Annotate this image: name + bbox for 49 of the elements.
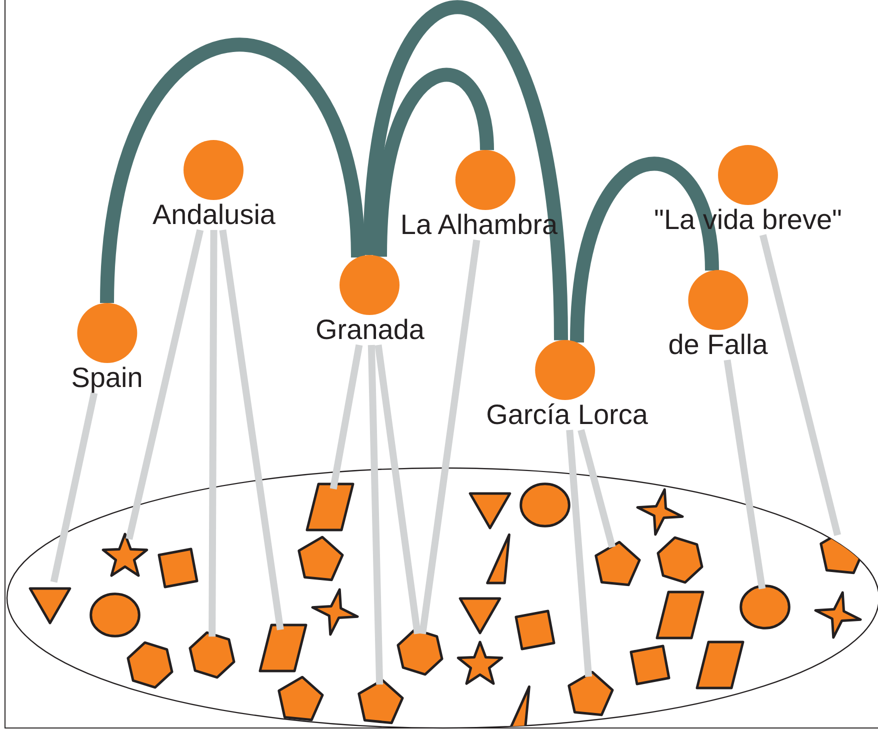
star-shape bbox=[102, 532, 148, 577]
star-shape bbox=[456, 640, 504, 685]
hexagon-shape bbox=[656, 536, 704, 584]
hexagon-shape bbox=[188, 631, 236, 679]
node-label: Granada bbox=[316, 315, 424, 345]
pentagon-shape bbox=[594, 540, 641, 586]
arc-connector bbox=[100, 38, 365, 304]
diamond-shape bbox=[514, 610, 556, 650]
node-label: Andalusia bbox=[152, 200, 276, 230]
link-line bbox=[219, 230, 284, 630]
parallelogram-shape bbox=[306, 482, 354, 532]
parallelogram-shape bbox=[696, 640, 744, 690]
diamond-shape bbox=[630, 644, 670, 686]
link-line bbox=[208, 230, 218, 637]
pentagon-shape bbox=[298, 536, 344, 582]
node-label: García Lorca bbox=[486, 400, 648, 430]
hexagon-shape bbox=[396, 628, 444, 676]
link-line bbox=[126, 229, 204, 540]
circle-shape bbox=[90, 592, 140, 638]
link-line bbox=[330, 344, 363, 490]
oval-field bbox=[6, 467, 878, 729]
link-line bbox=[760, 234, 841, 536]
parallelogram-shape bbox=[258, 624, 308, 672]
hexagon-shape bbox=[126, 641, 174, 689]
link-line bbox=[566, 430, 592, 677]
triangle-shape bbox=[468, 492, 512, 530]
link-line bbox=[374, 344, 421, 634]
parallelogram-shape bbox=[656, 590, 704, 640]
spike-shape bbox=[486, 533, 510, 584]
pentagon-shape bbox=[568, 670, 614, 716]
link-line bbox=[724, 359, 766, 590]
sparkle-shape bbox=[311, 588, 359, 636]
triangle-shape bbox=[28, 587, 72, 624]
triangle-shape bbox=[458, 597, 502, 634]
diamond-shape bbox=[158, 548, 198, 588]
arc-connector bbox=[363, 1, 568, 341]
sparkle-shape bbox=[814, 591, 862, 639]
link-line bbox=[578, 429, 616, 548]
link-line bbox=[419, 240, 480, 634]
node-label: de Falla bbox=[668, 330, 768, 360]
circle-shape bbox=[740, 584, 790, 630]
circle-shape bbox=[520, 482, 570, 528]
pentagon-shape bbox=[278, 676, 324, 722]
link-line bbox=[50, 392, 98, 583]
pentagon-shape bbox=[358, 678, 404, 724]
arc-connector bbox=[570, 157, 719, 343]
sparkle-shape bbox=[636, 488, 684, 536]
node-label: Spain bbox=[71, 363, 143, 393]
link-line bbox=[368, 344, 384, 685]
